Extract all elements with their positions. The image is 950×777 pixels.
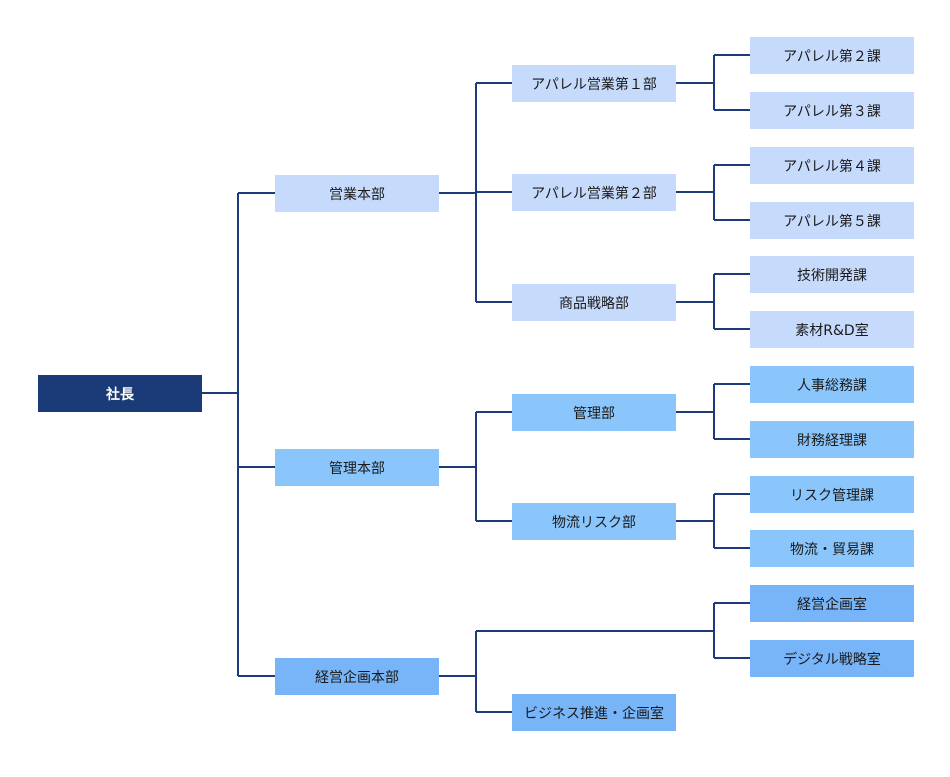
node-division: 経営企画本部	[275, 658, 439, 695]
node-section: アパレル第４課	[750, 147, 914, 184]
node-section: デジタル戦略室	[750, 640, 914, 677]
node-department: ビジネス推進・企画室	[512, 694, 676, 731]
node-section: 人事総務課	[750, 366, 914, 403]
node-department: 商品戦略部	[512, 284, 676, 321]
connector-plan-division	[439, 630, 714, 713]
node-department: アパレル営業第２部	[512, 174, 676, 211]
node-section: 素材R&D室	[750, 311, 914, 348]
node-section: 経営企画室	[750, 585, 914, 622]
node-department: アパレル営業第１部	[512, 65, 676, 102]
node-section: 物流・貿易課	[750, 530, 914, 567]
node-division: 営業本部	[275, 175, 439, 212]
connector-dept-3	[676, 273, 750, 330]
connector-plan-sections	[713, 602, 750, 659]
connector-root	[202, 192, 275, 677]
node-root: 社長	[38, 375, 202, 412]
node-section: リスク管理課	[750, 476, 914, 513]
node-division: 管理本部	[275, 449, 439, 486]
connector-dept-1	[676, 54, 750, 111]
connector-admin-division	[439, 411, 512, 522]
node-department: 管理部	[512, 394, 676, 431]
connector-dept-2	[676, 164, 750, 221]
node-section: アパレル第３課	[750, 92, 914, 129]
node-section: アパレル第２課	[750, 37, 914, 74]
node-section: 技術開発課	[750, 256, 914, 293]
node-department: 物流リスク部	[512, 503, 676, 540]
connector-dept-4	[676, 383, 750, 440]
node-section: アパレル第５課	[750, 202, 914, 239]
connector-sales-division	[439, 82, 512, 303]
connector-dept-5	[676, 493, 750, 549]
node-section: 財務経理課	[750, 421, 914, 458]
